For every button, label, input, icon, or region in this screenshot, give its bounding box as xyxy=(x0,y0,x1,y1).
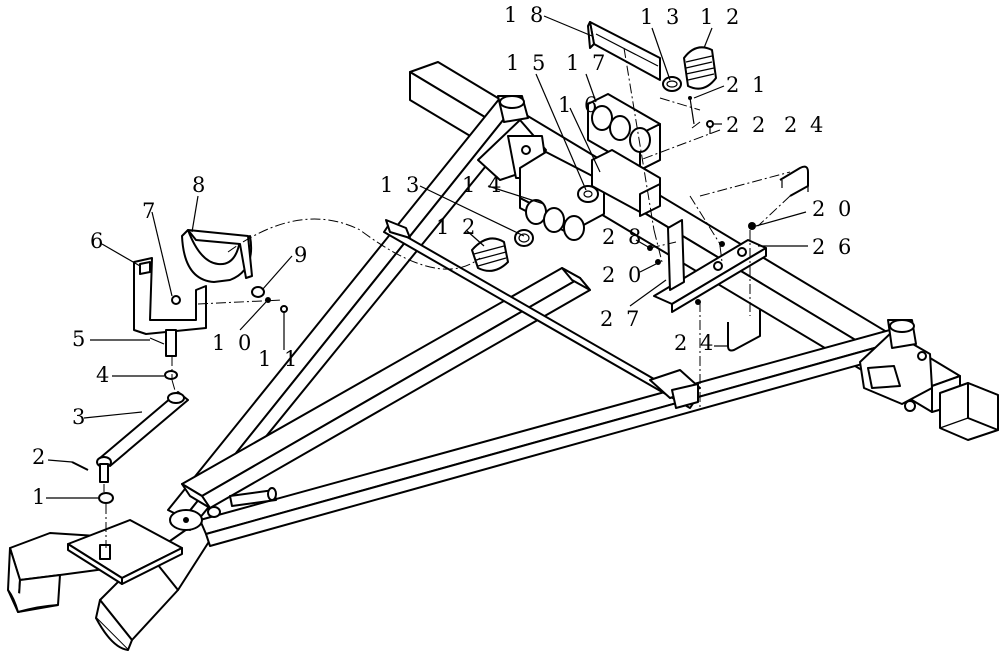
right-frame-bracket xyxy=(859,319,933,412)
washer-1 xyxy=(98,492,114,504)
callout-20-mid: 2 0 xyxy=(602,263,644,287)
callout-22: 2 2 xyxy=(726,113,768,137)
callout-6: 6 xyxy=(90,229,106,253)
pin-2 xyxy=(71,461,89,471)
callout-21: 2 1 xyxy=(726,73,768,97)
callout-2: 2 xyxy=(32,445,48,469)
nut-20-mid xyxy=(655,259,661,265)
hose-support-cradle xyxy=(181,229,253,283)
hose-lower xyxy=(471,237,509,272)
nut-20-top xyxy=(748,222,756,230)
callout-18: 1 8 xyxy=(504,3,546,27)
pin-5 xyxy=(149,337,165,345)
nut-10 xyxy=(265,297,271,303)
callout-labels: 1 8 1 3 1 2 1 5 1 7 2 1 1 6 2 2 2 4 1 3 … xyxy=(32,3,854,509)
callout-9: 9 xyxy=(294,243,310,267)
callout-11: 1 1 xyxy=(258,347,300,371)
tongue-pivot xyxy=(169,487,277,531)
callout-20-top: 2 0 xyxy=(812,197,854,221)
callout-8: 8 xyxy=(192,173,208,197)
callout-14: 1 4 xyxy=(462,173,504,197)
callout-5: 5 xyxy=(72,327,88,351)
bolt-11 xyxy=(280,305,288,313)
hose-upper xyxy=(683,46,717,90)
mounting-plate xyxy=(653,219,767,313)
washer-15 xyxy=(577,185,599,203)
callout-28: 2 8 xyxy=(602,225,644,249)
callout-13-mid: 1 3 xyxy=(380,173,422,197)
assembly-centerlines xyxy=(103,47,791,548)
washer-9 xyxy=(251,286,265,298)
hose-holder-bracket xyxy=(519,151,605,241)
callout-12-mid: 1 2 xyxy=(436,215,478,239)
hose-clamp-upper xyxy=(662,76,682,92)
leader-lines xyxy=(46,15,808,499)
callout-26: 2 6 xyxy=(812,235,854,259)
pin-21 xyxy=(688,96,695,125)
u-bolt-bottom xyxy=(727,310,761,352)
hose-support-bracket xyxy=(133,257,207,335)
callout-17: 1 7 xyxy=(566,51,608,75)
hose-routing-line xyxy=(227,218,481,270)
callout-10: 1 0 xyxy=(212,331,254,355)
washer-4 xyxy=(164,370,178,380)
u-bolt-top xyxy=(779,165,809,197)
callout-27: 2 7 xyxy=(600,307,642,331)
nut-7 xyxy=(171,295,181,305)
callout-3: 3 xyxy=(72,405,88,429)
swing-arm xyxy=(96,391,189,483)
support-post xyxy=(165,329,177,357)
callout-13-top: 1 3 xyxy=(640,5,682,29)
callout-7: 7 xyxy=(142,199,158,223)
nut-plate-a xyxy=(719,241,725,247)
callout-1: 1 xyxy=(32,485,48,509)
hitch-plate xyxy=(67,519,183,585)
callout-24-bottom: 2 4 xyxy=(674,331,716,355)
callout-15: 1 5 xyxy=(506,51,548,75)
callout-16: 1 6 xyxy=(558,93,600,117)
callout-4: 4 xyxy=(96,363,112,387)
bolt-22 xyxy=(706,120,714,134)
callout-12-top: 1 2 xyxy=(700,5,742,29)
callout-24-top: 2 4 xyxy=(784,113,826,137)
center-arm xyxy=(181,267,591,509)
